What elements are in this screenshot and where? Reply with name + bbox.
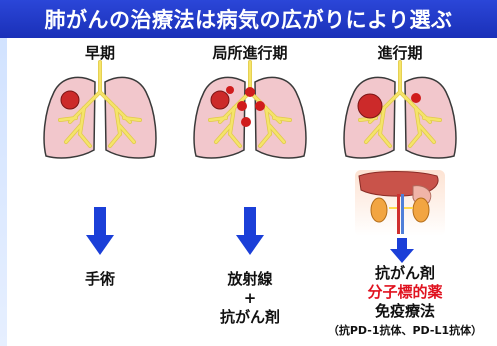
lungs-diagram-early	[43, 60, 157, 159]
left-kidney	[370, 197, 388, 223]
treatment-advanced: 抗がん剤 分子標的薬 免疫療法 （抗PD-1抗体、PD-L1抗体）	[320, 264, 490, 340]
arrow-advanced	[390, 238, 414, 263]
treatment-plus: +	[243, 289, 257, 307]
treatment-early: 手術	[50, 270, 150, 289]
stage-label-advanced: 進行期	[377, 44, 423, 62]
lungs-diagram-advanced	[343, 60, 457, 159]
title-bar: 肺がんの治療法は病気の広がりにより選ぶ	[0, 0, 497, 38]
lungs-diagram-locally-advanced	[193, 60, 307, 159]
lymph-node	[255, 101, 265, 111]
treatment-immunotherapy-note: （抗PD-1抗体、PD-L1抗体）	[327, 324, 483, 337]
vena-cava	[401, 194, 404, 234]
lymph-node	[241, 117, 251, 127]
stage-label-early: 早期	[84, 44, 115, 62]
arrow-early	[86, 207, 114, 255]
abdominal-organs-illustration	[355, 170, 445, 236]
tumor	[357, 93, 383, 119]
tumor	[60, 90, 80, 110]
treatment-locally-advanced: 放射線 + 抗がん剤	[195, 270, 305, 327]
treatment-radiation: 放射線	[227, 270, 273, 288]
treatment-chemotherapy: 抗がん剤	[374, 264, 435, 282]
lymph-node	[245, 87, 255, 97]
treatment-chemotherapy: 抗がん剤	[219, 308, 280, 326]
aorta	[397, 194, 400, 234]
metastasis	[411, 93, 421, 103]
page-title: 肺がんの治療法は病気の広がりにより選ぶ	[44, 8, 453, 32]
treatment-molecular-targeted: 分子標的薬	[367, 283, 443, 301]
left-accent-strip	[0, 0, 7, 346]
stage-label-locally-advanced: 局所進行期	[212, 44, 288, 62]
lymph-node	[237, 101, 247, 111]
treatment-surgery: 手術	[84, 270, 115, 288]
tumor	[210, 90, 230, 110]
lymph-node	[226, 86, 234, 94]
treatment-immunotherapy: 免疫療法	[374, 302, 435, 320]
right-kidney	[412, 197, 430, 223]
arrow-locally-advanced	[236, 207, 264, 255]
